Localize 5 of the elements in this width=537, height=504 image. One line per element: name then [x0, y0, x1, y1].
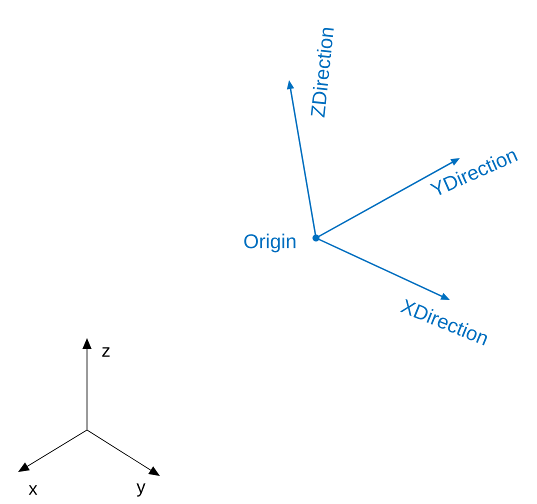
axis-label: x — [28, 485, 38, 495]
axis-label: z — [102, 347, 110, 357]
axis-label: y — [136, 483, 146, 497]
direction-label: Origin — [244, 234, 296, 252]
direction-label: ZDirection — [310, 28, 334, 118]
